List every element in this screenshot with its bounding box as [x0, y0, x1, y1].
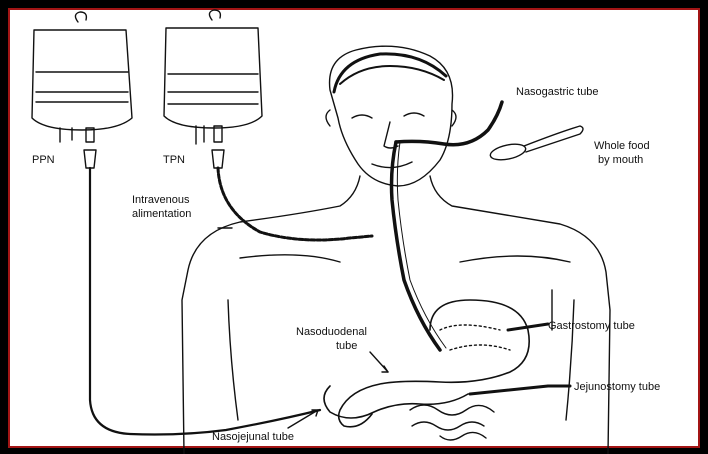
nasogastric-tube — [392, 142, 441, 350]
label-nasogastric-tube: Nasogastric tube — [516, 86, 599, 99]
spoon-icon — [489, 126, 583, 163]
nasojejunal-pointer — [288, 410, 318, 428]
label-ppn: PPN — [32, 154, 55, 167]
label-intravenous-line2: alimentation — [132, 208, 191, 221]
ppn-line — [90, 168, 320, 435]
label-nasojejunal-tube: Nasojejunal tube — [212, 431, 294, 444]
label-nasoduodenal-line1: Nasoduodenal — [296, 326, 367, 339]
label-intravenous-line1: Intravenous — [132, 194, 189, 207]
tpn-line — [218, 168, 372, 240]
label-whole-food-line1: Whole food — [594, 140, 650, 153]
label-whole-food-line2: by mouth — [598, 154, 643, 167]
label-gastrostomy-tube: Gastrostomy tube — [548, 320, 635, 333]
label-nasoduodenal-line2: tube — [336, 340, 357, 353]
patient-torso — [182, 176, 610, 454]
jejunostomy-tube — [470, 386, 570, 394]
label-tpn: TPN — [163, 154, 185, 167]
intestine-loops — [324, 386, 494, 440]
label-jejunostomy-tube: Jejunostomy tube — [574, 381, 660, 394]
ppn-iv-bag — [32, 12, 132, 168]
tpn-iv-bag — [164, 10, 262, 168]
